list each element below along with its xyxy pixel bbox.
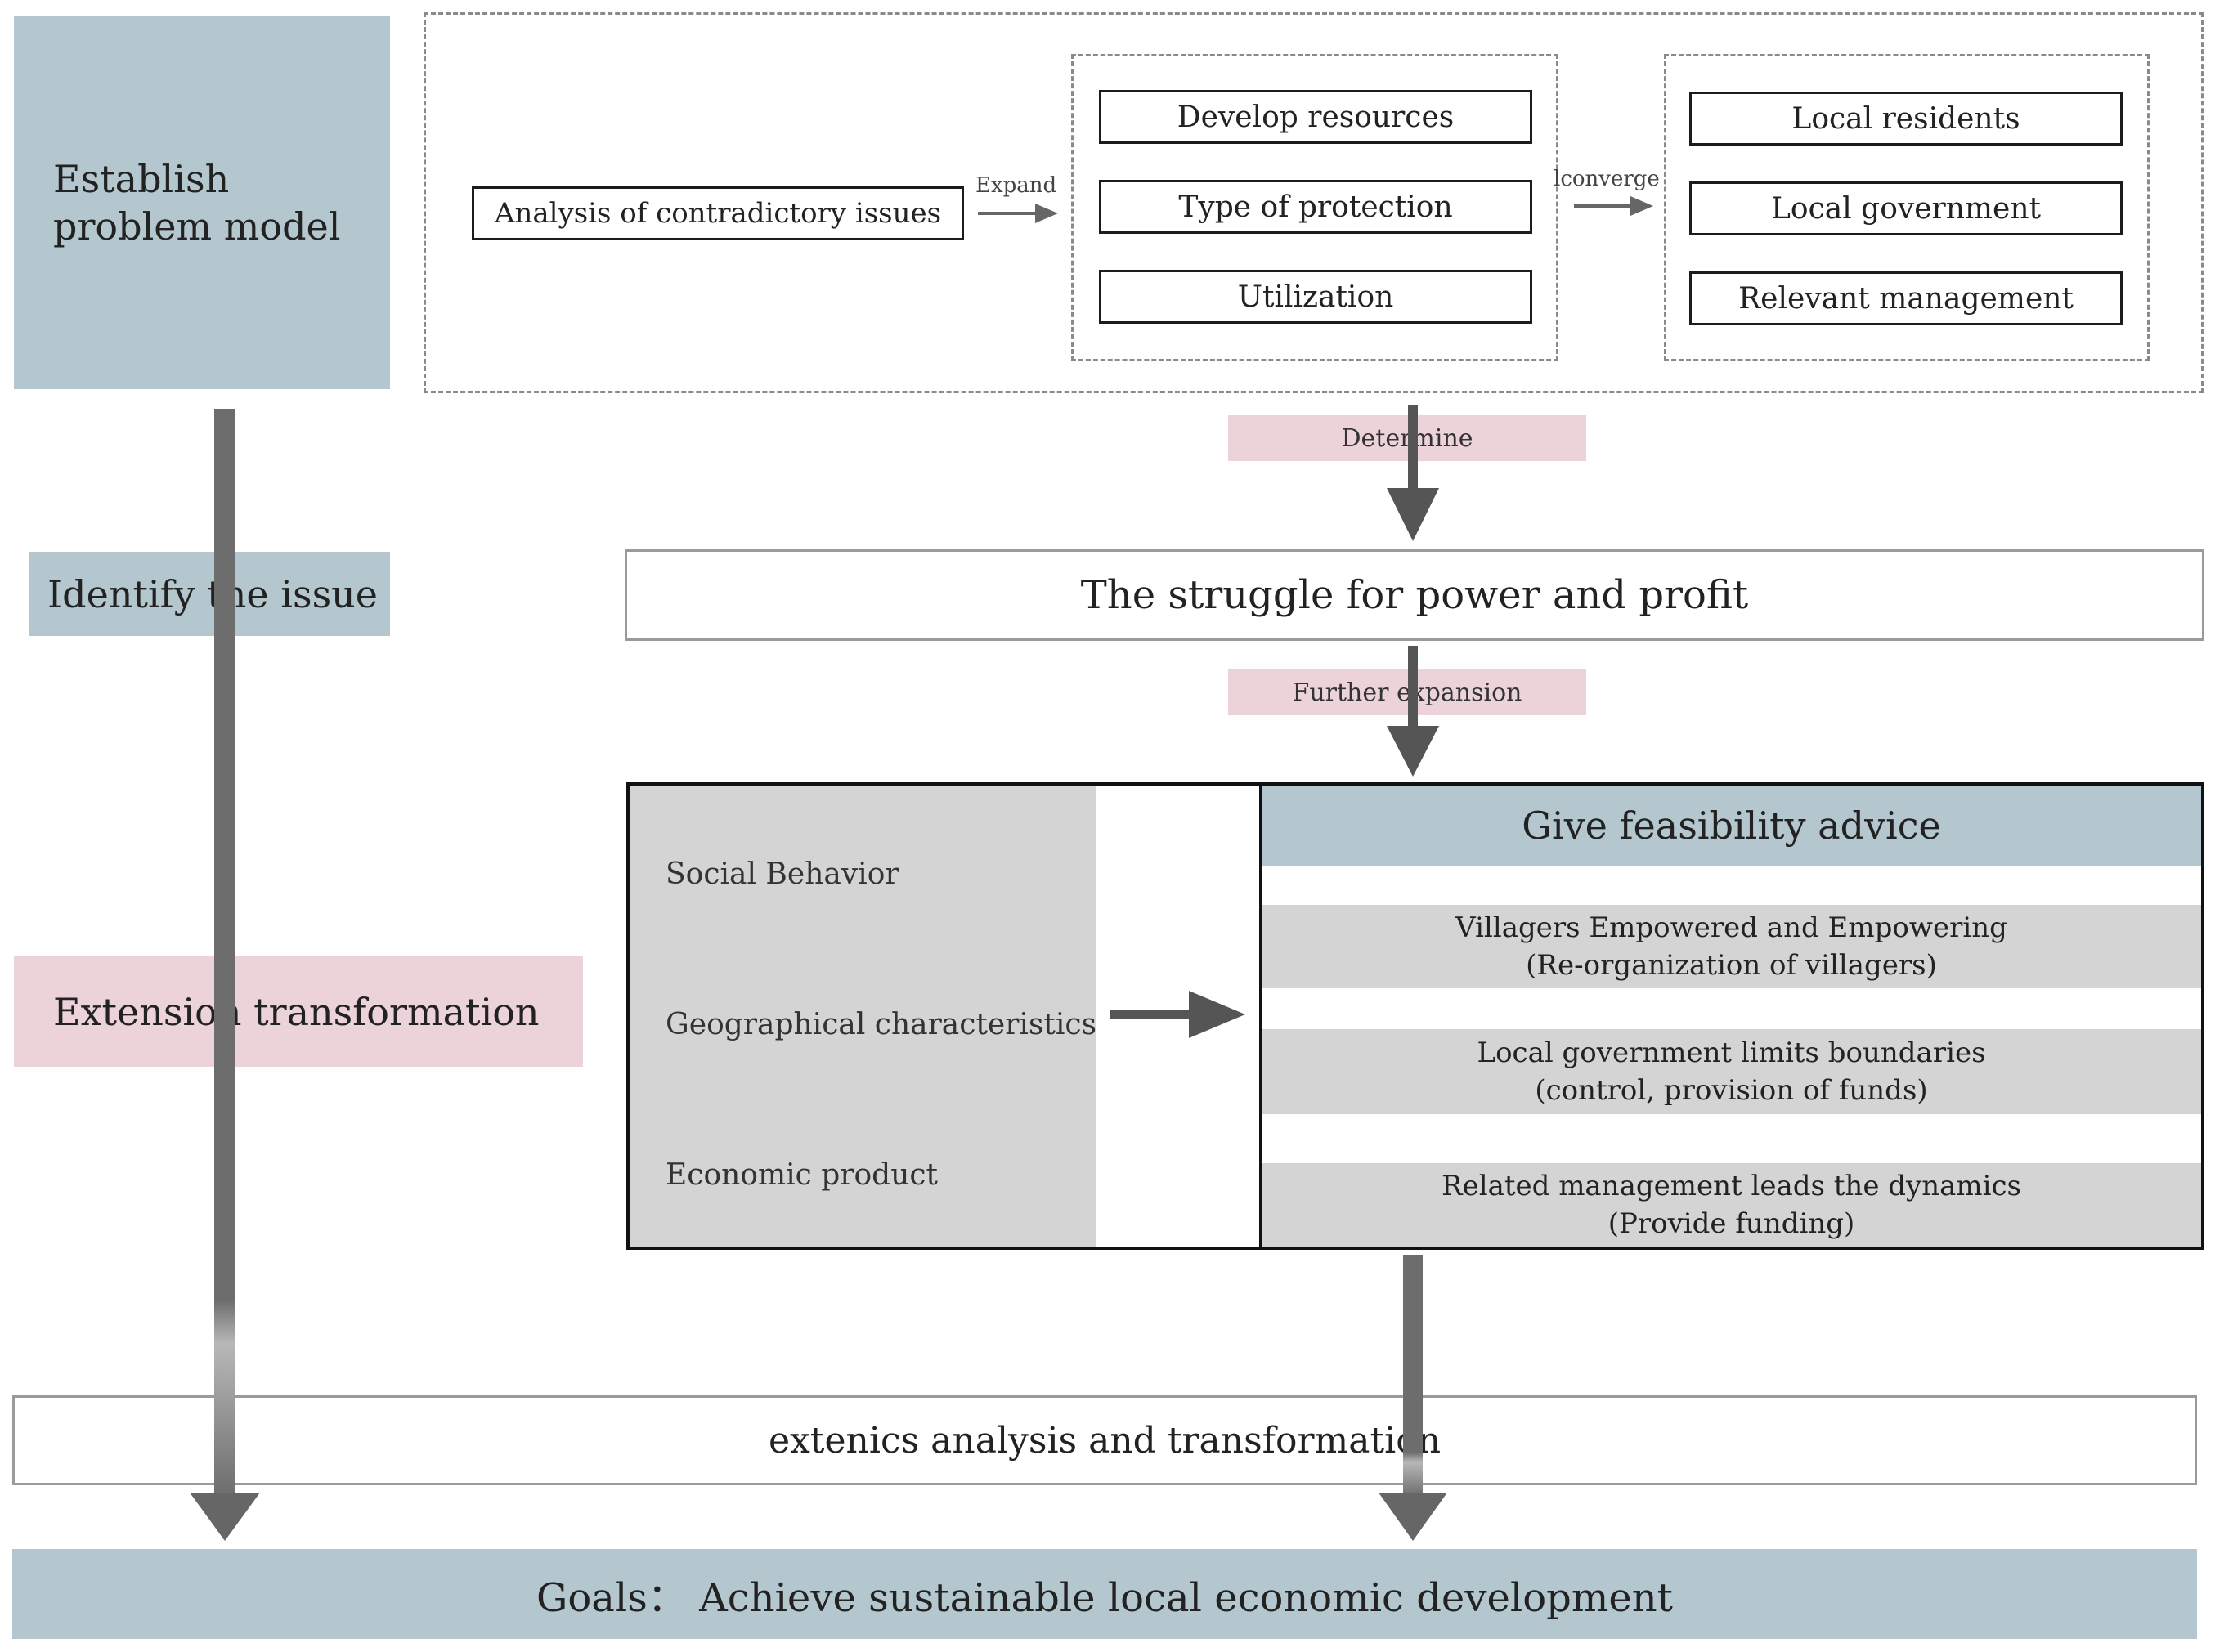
advice-row: Local government limits boundaries (cont… <box>1262 1029 2201 1114</box>
advice-title: Give feasibility advice <box>1522 804 1941 848</box>
analysis-text: extenics analysis and transformation <box>768 1419 1442 1462</box>
stage-identify-block: Identify the issue <box>29 552 390 636</box>
aspect-text: Develop resources <box>1177 100 1455 134</box>
determine-tag: Determine <box>1228 415 1586 461</box>
factor-item: Geographical characteristics <box>666 1008 1097 1041</box>
determine-text: Determine <box>1341 423 1473 453</box>
converge-label: lconverge <box>1554 167 1660 191</box>
problem-model-frame <box>424 12 2204 393</box>
aspect-box: Utilization <box>1099 270 1532 324</box>
stage-extension-label: Extension transformation <box>53 989 540 1034</box>
advice-note: (control, provision of funds) <box>1535 1074 1928 1107</box>
goal-text: Goals： Achieve sustainable local economi… <box>536 1575 1673 1621</box>
left-process-arrow <box>190 409 260 1541</box>
advice-title-bar: Give feasibility advice <box>1262 786 2201 866</box>
advice-note: (Re-organization of villagers) <box>1526 949 1937 982</box>
actor-text: Local residents <box>1791 101 2020 136</box>
actor-text: Relevant management <box>1738 281 2074 316</box>
aspects-group <box>1071 54 1558 361</box>
aspect-text: Type of protection <box>1178 190 1453 224</box>
stage-establish-block: Establish problem model <box>14 16 390 389</box>
factors-to-advice-arrow <box>1110 991 1245 1038</box>
advice-row: Villagers Empowered and Empowering (Re-o… <box>1262 905 2201 988</box>
advice-line: Villagers Empowered and Empowering <box>1455 911 2007 944</box>
converge-arrow <box>1574 196 1653 216</box>
issue-box: The struggle for power and profit <box>625 549 2204 641</box>
determine-arrow <box>1387 405 1439 541</box>
extension-panel: Social Behavior Geographical characteris… <box>626 782 2204 1250</box>
actor-box: Relevant management <box>1689 271 2123 325</box>
stage-establish-label: Establish problem model <box>53 157 341 248</box>
further-expansion-text: Further expansion <box>1292 678 1522 707</box>
expand-arrow <box>978 204 1058 223</box>
aspect-box: Type of protection <box>1099 180 1532 234</box>
issue-text: The struggle for power and profit <box>1080 572 1749 618</box>
factors-column: Social Behavior Geographical characteris… <box>630 786 1096 1247</box>
advice-note: (Provide funding) <box>1607 1207 1855 1240</box>
actor-text: Local government <box>1770 191 2041 226</box>
further-expansion-tag: Further expansion <box>1228 669 1586 715</box>
further-expansion-arrow <box>1387 646 1439 777</box>
contradiction-analysis-text: Analysis of contradictory issues <box>494 197 942 230</box>
actor-box: Local residents <box>1689 92 2123 146</box>
factor-item: Social Behavior <box>666 857 899 891</box>
advice-divider <box>1259 786 1262 1247</box>
factor-item: Economic product <box>666 1158 939 1192</box>
advice-line: Related management leads the dynamics <box>1441 1170 2022 1202</box>
expand-label: Expand <box>975 173 1057 198</box>
goal-bar: Goals： Achieve sustainable local economi… <box>12 1549 2197 1639</box>
center-process-arrow <box>1379 1255 1447 1541</box>
actor-box: Local government <box>1689 181 2123 235</box>
stage-identify-label: Identify the issue <box>47 571 379 616</box>
advice-line: Local government limits boundaries <box>1477 1036 1986 1069</box>
aspect-text: Utilization <box>1237 280 1394 314</box>
stage-extension-block: Extension transformation <box>14 956 583 1067</box>
aspect-box: Develop resources <box>1099 90 1532 144</box>
contradiction-analysis-box: Analysis of contradictory issues <box>472 186 964 240</box>
actors-group <box>1664 54 2150 361</box>
analysis-box: extenics analysis and transformation <box>12 1395 2197 1485</box>
advice-row: Related management leads the dynamics (P… <box>1262 1163 2201 1247</box>
